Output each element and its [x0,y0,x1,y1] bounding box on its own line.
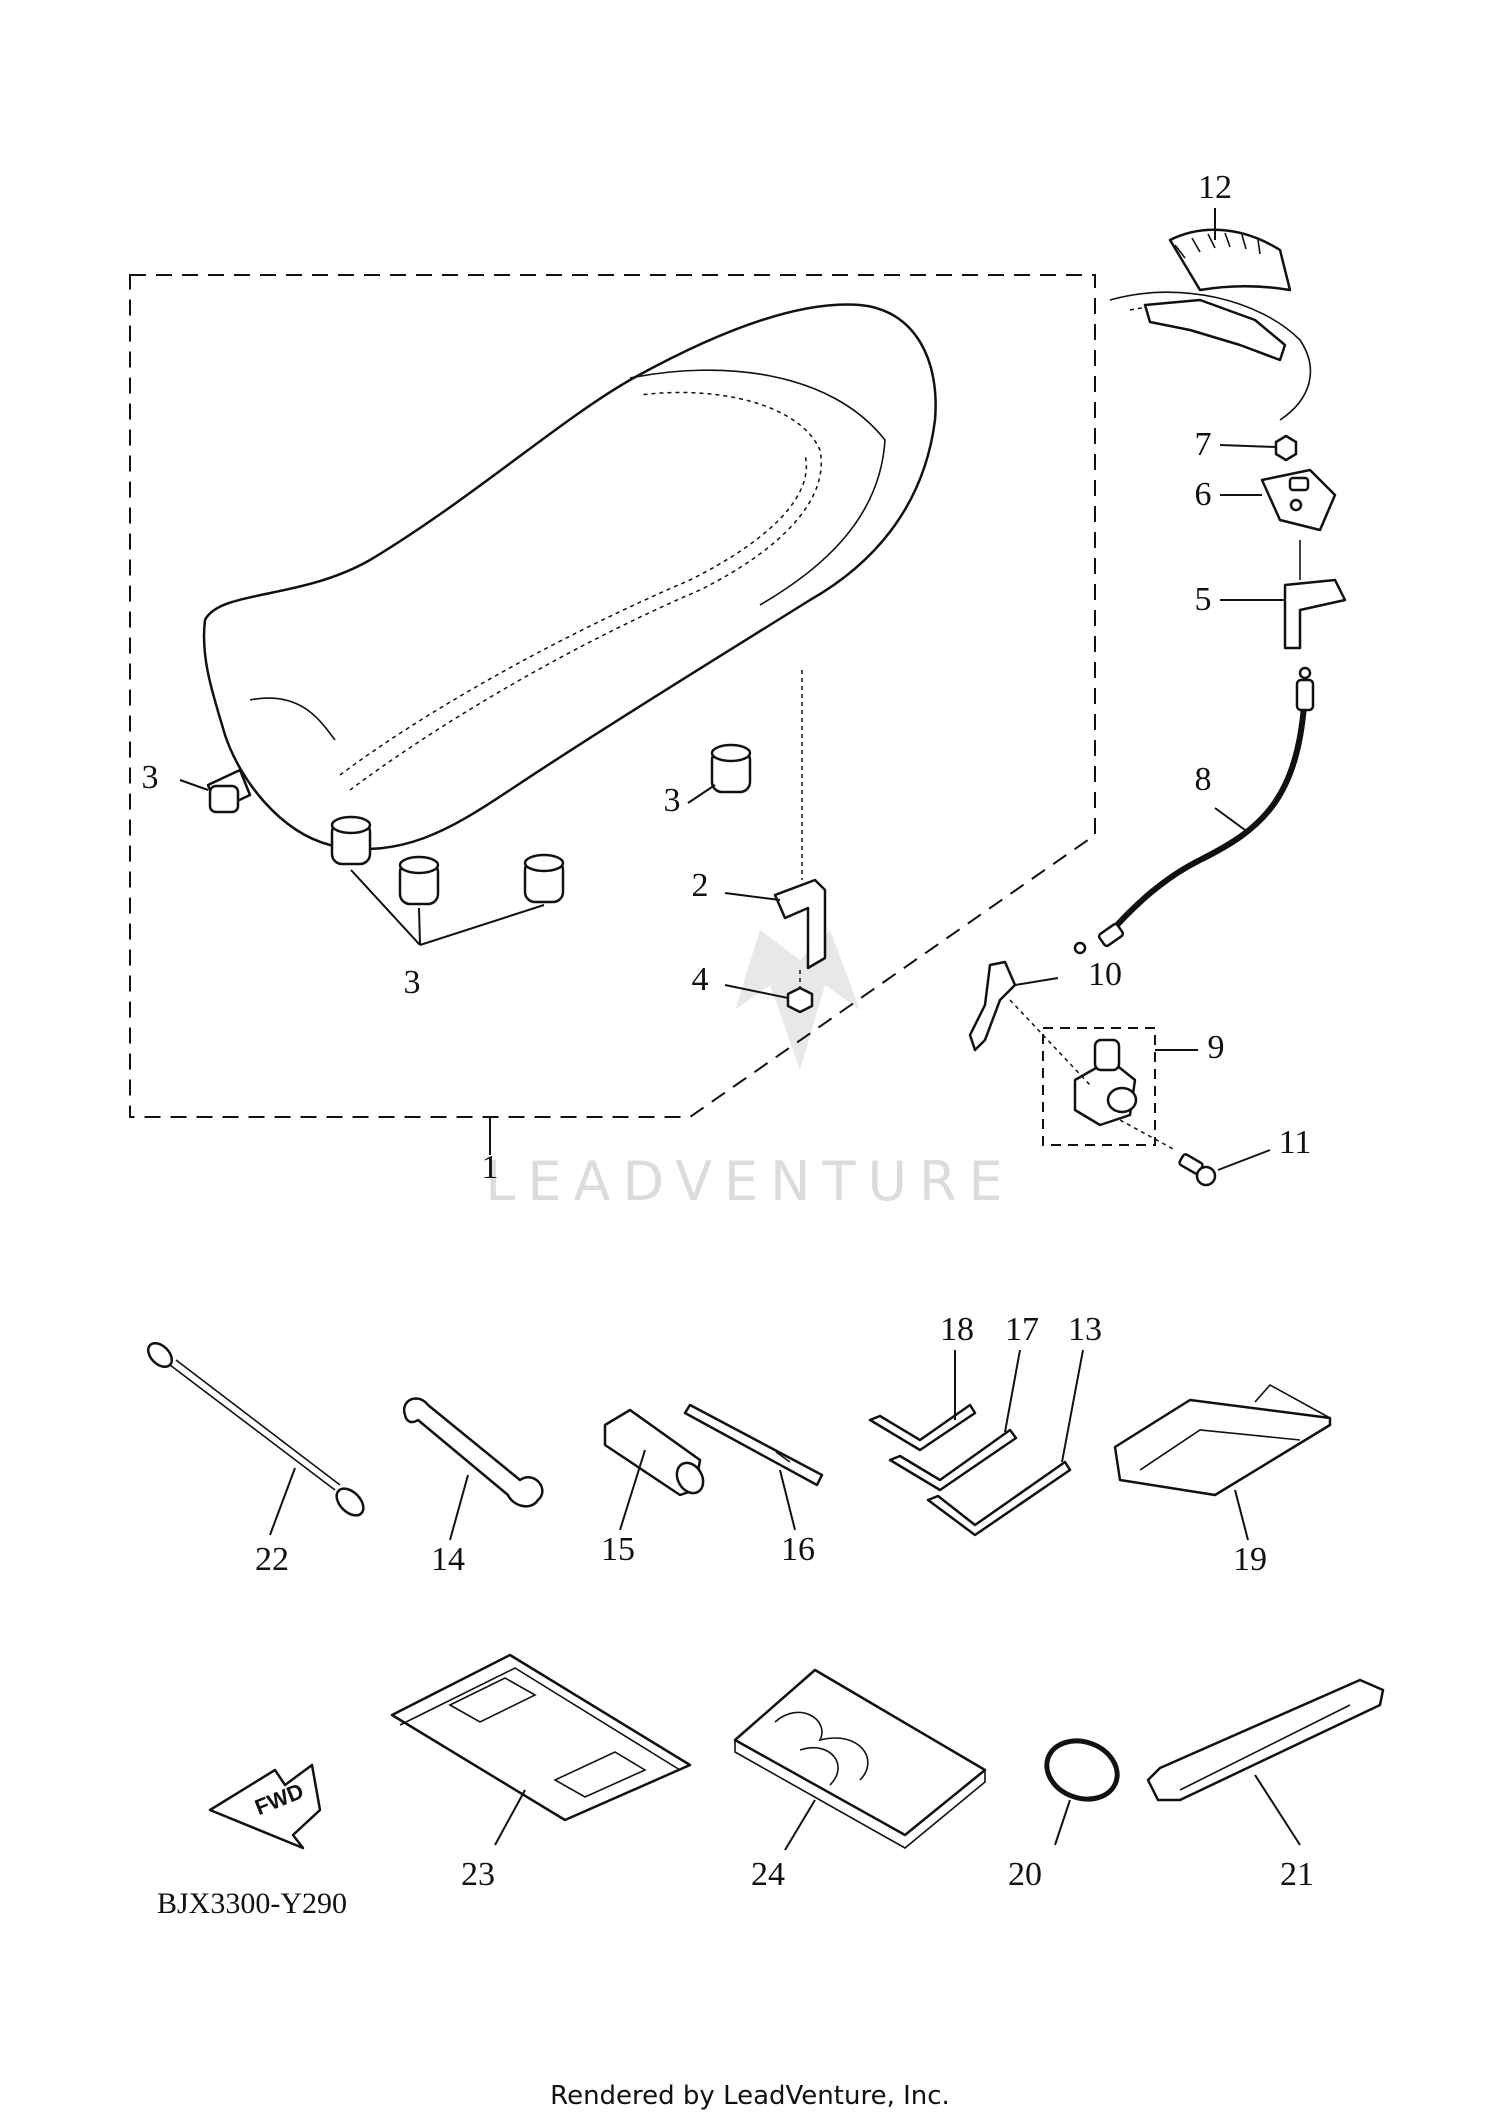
leader-14 [449,1474,469,1541]
o-ring [1044,1738,1120,1802]
lock-boundary [1042,1027,1156,1146]
leader-3-group [350,869,545,946]
callout-9: 9 [1208,1029,1225,1066]
fwd-arrow: FWD [208,1763,322,1850]
leader-16 [779,1469,796,1531]
leader-8 [1214,807,1246,831]
callout-15: 15 [601,1531,635,1568]
watermark: LEADVENTURE [485,930,1014,1213]
callout-5: 5 [1195,581,1212,618]
leader-20 [1054,1799,1071,1846]
leader-11 [1217,1149,1271,1171]
callout-14: 14 [431,1541,465,1578]
leader-10 [1014,977,1059,986]
callout-3: 3 [142,759,159,796]
damper-b [398,855,440,906]
leader-7 [1219,444,1277,448]
helmet-holder-cable [146,1341,365,1517]
callout-24: 24 [751,1856,785,1893]
damper-right [710,743,752,794]
callout-4: 4 [692,961,709,998]
leader-21 [1254,1774,1301,1846]
callout-11: 11 [1279,1124,1312,1161]
seat-assembly-boundary [129,274,1096,1118]
callout-2: 2 [692,867,709,904]
screwdriver-handle [603,1408,705,1497]
callout-1: 1 [482,1149,499,1186]
damper-left [206,768,252,814]
callout-6: 6 [1195,476,1212,513]
seat-bracket [773,670,827,970]
rear-fender-guard [1109,228,1312,421]
leader-3-left [179,779,209,791]
callout-8: 8 [1195,761,1212,798]
strap [1146,1678,1385,1802]
callout-18: 18 [940,1311,974,1348]
document-pouch [390,1653,692,1822]
callout-20: 20 [1008,1856,1042,1893]
callout-12: 12 [1198,169,1232,206]
callout-10: 10 [1088,956,1122,993]
leader-19 [1234,1489,1249,1541]
leader-23 [494,1789,526,1846]
callout-22: 22 [255,1541,289,1578]
callout-7: 7 [1195,426,1212,463]
lock-bracket [1283,540,1347,650]
part-code: BJX3300-Y290 [157,1887,347,1920]
callout-23: 23 [461,1856,495,1893]
leader-17 [1004,1349,1021,1433]
leader-24 [784,1799,816,1851]
seat-lock [1073,1038,1138,1127]
nut [786,970,814,1014]
screw [1178,1153,1217,1187]
callout-21: 21 [1280,1856,1314,1893]
callout-19: 19 [1233,1541,1267,1578]
screwdriver-bit [683,1403,824,1487]
damper-c [523,853,565,904]
seat-lock-cable [1073,666,1315,955]
callout-16: 16 [781,1531,815,1568]
damper-a [330,815,372,866]
lock-lever [968,960,1017,1052]
flange-nut [1274,434,1298,462]
callout-13: 13 [1068,1311,1102,1348]
leader-15 [619,1449,646,1531]
watermark-text: LEADVENTURE [485,1150,1014,1213]
tool-bag [1113,1383,1332,1497]
leader-13 [1061,1349,1084,1463]
seat [202,303,937,851]
hex-wrenches [868,1403,1072,1537]
callout-3: 3 [664,782,681,819]
leader-3-right [687,784,716,804]
leader-22 [269,1467,296,1536]
callout-3: 3 [404,964,421,1001]
owners-manual [733,1668,987,1849]
wrench [402,1397,544,1508]
leader-2 [724,892,781,901]
callout-17: 17 [1005,1311,1039,1348]
leader-4 [724,984,789,999]
footer-credit: Rendered by LeadVenture, Inc. [550,2081,950,2111]
lock-plate [1260,468,1337,532]
